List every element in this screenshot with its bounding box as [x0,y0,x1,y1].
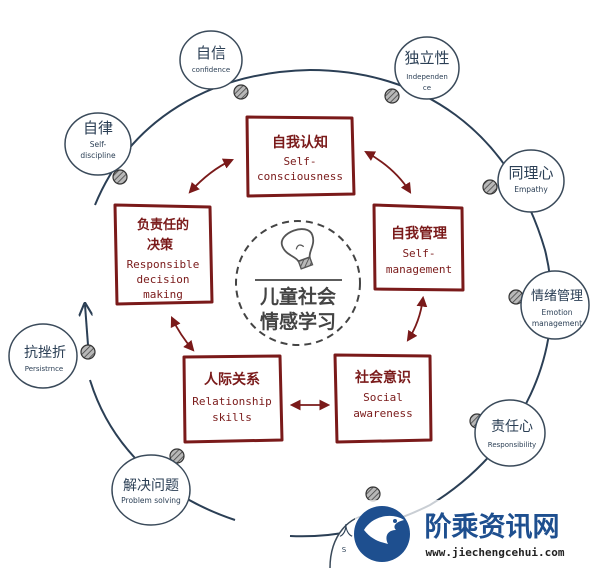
bubble-persistence: 抗挫折 Persistrnce [8,323,78,389]
box-cn: 自我认知 [272,134,328,151]
box-cn: 社会意识 [354,369,411,386]
bubble-en: confidence [192,66,230,74]
bubble-en: discipline [80,151,116,160]
box-self-management: 自我管理 Self- management [372,203,465,292]
ring-dot [384,88,400,104]
bubble-en: Responsibility [488,441,536,449]
outer-bubbles: 自信 confidence 独立性 Independen ce 自律 Self-… [8,30,590,569]
bubble-en: management [532,319,582,328]
ring-dot [80,344,96,360]
ring-dot [365,486,381,502]
bubble-cn: 抗挫折 [24,345,66,361]
bubble-en: Persistrnce [25,365,64,373]
box-en: Social [363,391,403,404]
ring-dot [112,169,128,185]
competency-boxes: 自我认知 Self- consciousness 自我管理 Self- mana… [113,115,465,444]
bubble-empathy: 同理心 Empathy [497,149,565,213]
bubble-cn: 独立性 [404,49,449,67]
bubble-cn: 自信 [196,44,226,62]
box-cn: 负责任的 [137,217,189,233]
box-en: consciousness [257,170,343,183]
bubble-cn: 责任心 [491,419,533,435]
box-self-consciousness: 自我认知 Self- consciousness [245,115,356,198]
bubble-en: ce [423,84,431,92]
box-en: Relationship [192,395,271,408]
watermark-url: www.jiechengcehui.com [425,546,564,559]
arrow-decision-self-consciousness [188,158,234,194]
box-en: Self- [283,155,316,168]
box-en: decision [137,273,190,286]
arrow-self-consciousness-self-management [364,150,412,194]
arrow-self-management-social-awareness [406,295,428,342]
box-en: management [386,263,452,276]
bubble-en: Emotion [542,308,573,317]
bubble-problem-solving: 解决问题 Problem solving [111,454,191,526]
bubble-cn: 人 [339,524,353,540]
watermark: 阶乘资讯网 www.jiechengcehui.com [354,500,600,568]
eagle-logo-icon [354,506,410,562]
ring-dot [482,179,498,195]
bubble-emotion-management: 情绪管理 Emotion management [520,270,590,340]
bubble-independence: 独立性 Independen ce [394,36,460,100]
bubble-en: Self- [90,140,107,149]
center-hub: 儿童社会 情感学习 [235,220,361,346]
bubble-cn: 情绪管理 [531,289,583,304]
bubble-cn: 同理心 [508,164,553,182]
lightbulb-icon [281,228,315,270]
watermark-name: 阶乘资讯网 [425,512,560,543]
box-en: awareness [353,407,413,420]
bubble-cn: 自律 [83,119,113,137]
box-arrows [170,150,428,411]
bubble-en: Empathy [514,185,548,194]
box-en: making [143,288,183,301]
box-relationship-skills: 人际关系 Relationship skills [182,354,284,444]
box-cn: 决策 [147,237,174,253]
bubble-en: S [342,546,347,554]
bubble-self-discipline: 自律 Self- discipline [64,112,132,176]
box-responsible-decision-making: 负责任的 决策 Responsible decision making [113,203,214,306]
box-en: skills [212,411,252,424]
box-social-awareness: 社会意识 Social awareness [333,353,433,444]
center-title-line1: 儿童社会 [259,285,336,308]
bubble-cn: 解决问题 [123,478,179,494]
arrow-relationship-decision [170,316,195,352]
bubble-en: Problem solving [121,496,181,505]
box-en: Responsible [127,258,200,271]
box-en: Self- [402,247,435,260]
box-cn: 自我管理 [391,225,447,242]
center-title-line2: 情感学习 [260,310,336,333]
box-cn: 人际关系 [204,371,260,388]
bubble-en: Independen [406,73,448,81]
ring-dot [233,84,249,100]
bubble-confidence: 自信 confidence [179,30,243,90]
bubble-responsibility: 责任心 Responsibility [474,399,546,467]
